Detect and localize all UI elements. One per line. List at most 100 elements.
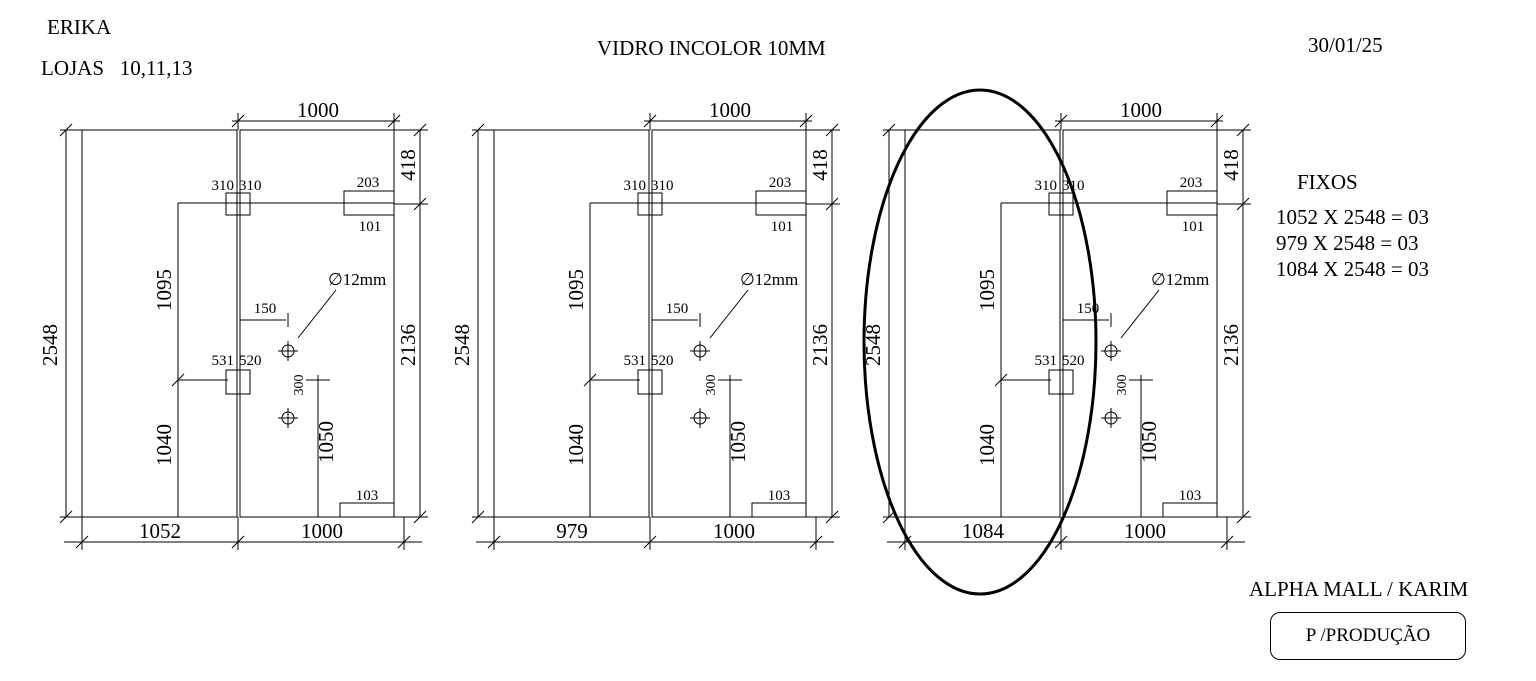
floor-fitting-label: 103	[356, 488, 379, 504]
upper-height-label: 1095	[564, 269, 588, 311]
fixed-width-label: 1052	[139, 519, 181, 543]
production-stamp-label: P /PRODUÇÃO	[1305, 625, 1431, 646]
lower-height-label: 1040	[975, 424, 999, 466]
handle-height-label: 1050	[314, 421, 338, 463]
total-height-label: 2548	[450, 324, 474, 366]
hinge-top-left-label: 310	[1035, 178, 1058, 194]
highlight-ellipse	[862, 88, 1098, 596]
height-dim-tick-bottom	[59, 510, 73, 524]
top-dim-tick-right	[799, 114, 813, 128]
top-width-label: 1000	[709, 98, 751, 122]
bottom-dim-tick-0	[487, 535, 501, 549]
mid-hinge-patch	[637, 369, 663, 395]
hinge-mid-left-label: 531	[1035, 353, 1058, 369]
top-hinge-patch	[225, 192, 251, 216]
bottom-dim-tick-2	[397, 535, 411, 549]
hinge-mid-left-label: 531	[624, 353, 647, 369]
top-gap-label: 418	[1219, 149, 1243, 181]
material-title: VIDRO INCOLOR 10MM	[597, 36, 826, 60]
hinge-top-right-label: 310	[651, 178, 674, 194]
hole-offset-label: 150	[666, 301, 689, 317]
hinge-top-left-label: 310	[212, 178, 235, 194]
hinge-mid-right-label: 520	[651, 353, 674, 369]
top-hinge-patch	[1048, 192, 1074, 216]
door-glass-panel	[651, 129, 807, 518]
door-height-label: 2136	[808, 324, 832, 366]
right-dim-tick-mid	[1236, 197, 1250, 211]
client-name: ERIKA	[47, 15, 112, 39]
door-glass-panel	[1062, 129, 1218, 518]
bottom-dim-tick-1	[643, 535, 657, 549]
floor-fitting-outline	[751, 502, 806, 517]
mid-hinge-patch	[225, 369, 251, 395]
handle-height-label: 1050	[1137, 421, 1161, 463]
lower-height-label: 1040	[564, 424, 588, 466]
top-dim-tick-left	[643, 114, 657, 128]
stores-label: LOJAS 10,11,13	[41, 56, 193, 80]
right-dim-tick-mid	[413, 197, 427, 211]
top-gap-label: 418	[396, 149, 420, 181]
lock-top-label: 203	[769, 175, 792, 191]
fixed-width-label: 979	[556, 519, 588, 543]
top-dim-tick-left	[1054, 114, 1068, 128]
hinge-top-left-label: 310	[624, 178, 647, 194]
hinge-top-right-label: 310	[239, 178, 262, 194]
hole-diameter-leader	[1120, 289, 1160, 339]
hinge-mid-right-label: 520	[239, 353, 262, 369]
lock-patch	[1166, 190, 1218, 216]
top-dim-tick-right	[1210, 114, 1224, 128]
bottom-dim-tick-1	[1054, 535, 1068, 549]
hole-spacing-label: 300	[1115, 375, 1130, 396]
height-dim-tick-bottom	[471, 510, 485, 524]
bottom-dim-tick-2	[1220, 535, 1234, 549]
mid-hinge-tick	[171, 373, 185, 387]
right-dim-tick-mid	[825, 197, 839, 211]
right-dim-tick-bottom	[413, 510, 427, 524]
top-width-label: 1000	[1120, 98, 1162, 122]
right-dim-tick-top	[825, 123, 839, 137]
hole-spacing-label: 300	[704, 375, 719, 396]
hole-offset-label: 150	[254, 301, 277, 317]
mid-hinge-patch	[1048, 369, 1074, 395]
bottom-dim-tick-2	[809, 535, 823, 549]
hole-spacing-label: 300	[292, 375, 307, 396]
mid-hinge-tick	[994, 373, 1008, 387]
fixos-line-2: 979 X 2548 = 03	[1276, 231, 1419, 255]
lock-bottom-label: 101	[1182, 219, 1205, 235]
top-width-label: 1000	[297, 98, 339, 122]
production-stamp: P /PRODUÇÃO	[1270, 612, 1466, 660]
hole-diameter-label: ∅12mm	[1151, 270, 1209, 289]
top-dim-tick-right	[387, 114, 401, 128]
fixos-line-3: 1084 X 2548 = 03	[1276, 257, 1430, 281]
total-height-label: 2548	[38, 324, 62, 366]
right-dim-tick-bottom	[1236, 510, 1250, 524]
floor-fitting-outline	[1162, 502, 1217, 517]
fixos-line-1: 1052 X 2548 = 03	[1276, 205, 1430, 229]
right-dim-tick-bottom	[825, 510, 839, 524]
door-width-label: 1000	[301, 519, 343, 543]
door-width-label: 1000	[1124, 519, 1166, 543]
top-gap-label: 418	[808, 149, 832, 181]
mid-hinge-tick	[583, 373, 597, 387]
height-dim-tick-top	[59, 123, 73, 137]
floor-fitting-label: 103	[768, 488, 791, 504]
door-glass-panel	[239, 129, 395, 518]
height-dim-tick-top	[882, 123, 896, 137]
client-location: ALPHA MALL / KARIM	[1249, 577, 1469, 601]
fixed-width-label: 1084	[962, 519, 1005, 543]
upper-height-label: 1095	[975, 269, 999, 311]
hinge-mid-left-label: 531	[212, 353, 235, 369]
hole-diameter-leader	[709, 289, 749, 339]
handle-height-label: 1050	[726, 421, 750, 463]
right-dim-tick-top	[413, 123, 427, 137]
hinge-top-right-label: 310	[1062, 178, 1085, 194]
hinge-mid-right-label: 520	[1062, 353, 1085, 369]
lock-top-label: 203	[1180, 175, 1203, 191]
bottom-dim-tick-0	[75, 535, 89, 549]
floor-fitting-label: 103	[1179, 488, 1202, 504]
fixed-glass-panel	[904, 129, 1061, 518]
